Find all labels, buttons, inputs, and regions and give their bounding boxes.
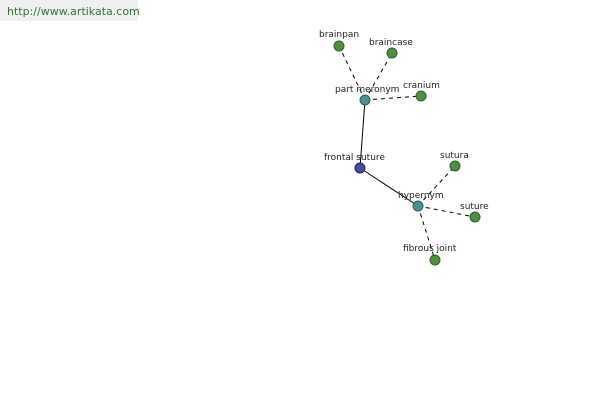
edge-partmeronym-brainpan: [338, 45, 366, 101]
node-brainpan[interactable]: [333, 40, 345, 52]
node-hypernym[interactable]: [412, 200, 424, 212]
label-sutura: sutura: [440, 151, 469, 161]
node-braincase[interactable]: [386, 47, 398, 59]
label-hypernym: hypernym: [398, 191, 444, 201]
edge-hypernym-fibrous-joint: [417, 205, 436, 261]
node-sutura[interactable]: [449, 160, 461, 172]
label-suture: suture: [460, 202, 489, 212]
label-part-meronym: part meronym: [335, 85, 399, 95]
node-cranium[interactable]: [415, 90, 427, 102]
edge-hypernym-sutura: [417, 165, 456, 207]
edge-hypernym-suture: [417, 205, 476, 218]
label-frontal-suture: frontal suture: [324, 153, 385, 163]
edge-partmeronym-braincase: [364, 52, 393, 101]
edge-root-partmeronym: [359, 99, 366, 169]
node-fibrous-joint[interactable]: [429, 254, 441, 266]
label-braincase: braincase: [369, 38, 413, 48]
watermark-url: http://www.artikata.com: [7, 5, 140, 18]
node-suture[interactable]: [469, 211, 481, 223]
label-cranium: cranium: [403, 81, 440, 91]
edge-partmeronym-cranium: [364, 95, 422, 101]
node-frontal-suture[interactable]: [354, 162, 366, 174]
label-brainpan: brainpan: [319, 30, 359, 40]
label-fibrous-joint: fibrous joint: [403, 244, 457, 254]
node-part-meronym[interactable]: [359, 94, 371, 106]
watermark-banner: http://www.artikata.com: [0, 0, 140, 21]
edge-root-hypernym: [359, 167, 419, 207]
